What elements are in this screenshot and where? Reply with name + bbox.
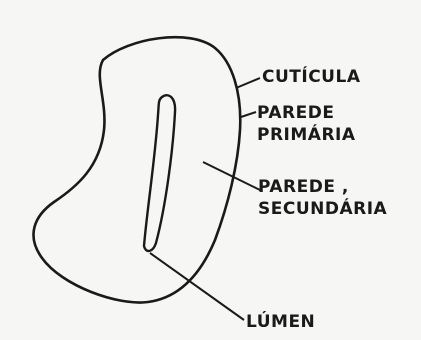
label-parede-primaria: PAREDE PRIMÁRIA — [257, 102, 356, 146]
label-parede-primaria-line1: PAREDE — [257, 102, 356, 124]
label-cuticula: CUTÍCULA — [262, 66, 360, 88]
label-cuticula-text: CUTÍCULA — [262, 66, 360, 88]
lumen-shape — [144, 95, 175, 251]
lumen-leader — [150, 253, 244, 320]
label-parede-secundaria-line1: PAREDE , — [258, 176, 387, 198]
label-lumen: LÚMEN — [246, 311, 315, 333]
label-lumen-text: LÚMEN — [246, 311, 315, 333]
cuticula-leader — [236, 78, 260, 88]
label-parede-secundaria-line2: SECUNDÁRIA — [258, 198, 387, 220]
label-parede-secundaria: PAREDE , SECUNDÁRIA — [258, 176, 387, 220]
cell-outline — [33, 37, 240, 302]
parede-primaria-leader — [241, 112, 256, 117]
label-parede-primaria-line2: PRIMÁRIA — [257, 124, 356, 146]
